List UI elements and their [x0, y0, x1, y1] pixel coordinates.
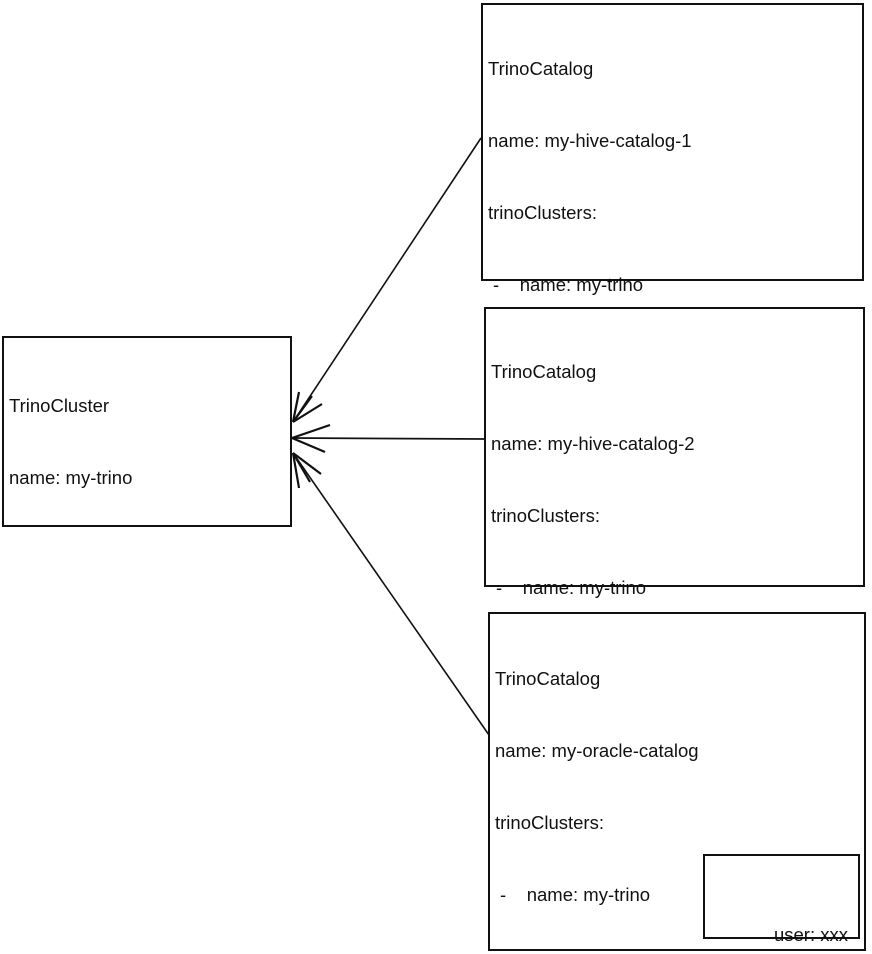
node-secret-text: user: xxx password: xxx — [705, 870, 848, 954]
secret-user-line: user: xxx — [773, 924, 848, 945]
node-trino-cluster[interactable]: TrinoCluster name: my-trino — [2, 336, 292, 527]
edge-catalog-hive-1-to-cluster — [291, 137, 482, 423]
yaml-line: trinoClusters: — [495, 812, 604, 833]
node-trino-catalog-hive-2[interactable]: TrinoCatalog name: my-hive-catalog-2 tri… — [484, 307, 865, 886]
yaml-line: TrinoCatalog — [491, 361, 597, 382]
yaml-line: - name: my-trino — [493, 274, 644, 295]
node-trino-catalog-oracle-text: TrinoCatalog name: my-oracle-catalog tri… — [495, 619, 821, 954]
yaml-line: - name: my-trino — [500, 884, 651, 905]
yaml-line: TrinoCatalog — [488, 58, 594, 79]
edge-catalog-oracle-to-cluster — [291, 452, 490, 736]
yaml-line: TrinoCatalog — [495, 668, 601, 689]
yaml-line: - name: my-trino — [496, 577, 647, 598]
yaml-line: name: my-oracle-catalog — [495, 740, 699, 761]
yaml-line: name: my-trino — [9, 467, 133, 488]
node-trino-catalog-oracle[interactable]: TrinoCatalog name: my-oracle-catalog tri… — [488, 612, 866, 951]
edge-catalog-hive-2-to-cluster — [291, 423, 485, 454]
node-secret[interactable]: user: xxx password: xxx — [703, 854, 860, 945]
yaml-line: name: my-hive-catalog-2 — [491, 433, 695, 454]
yaml-line: trinoClusters: — [488, 202, 597, 223]
yaml-line: trinoClusters: — [491, 505, 600, 526]
yaml-line: name: my-hive-catalog-1 — [488, 130, 692, 151]
node-trino-cluster-text: TrinoCluster name: my-trino — [9, 346, 132, 538]
yaml-line: TrinoCluster — [9, 395, 110, 416]
node-trino-catalog-hive-1[interactable]: TrinoCatalog name: my-hive-catalog-1 tri… — [481, 3, 864, 655]
